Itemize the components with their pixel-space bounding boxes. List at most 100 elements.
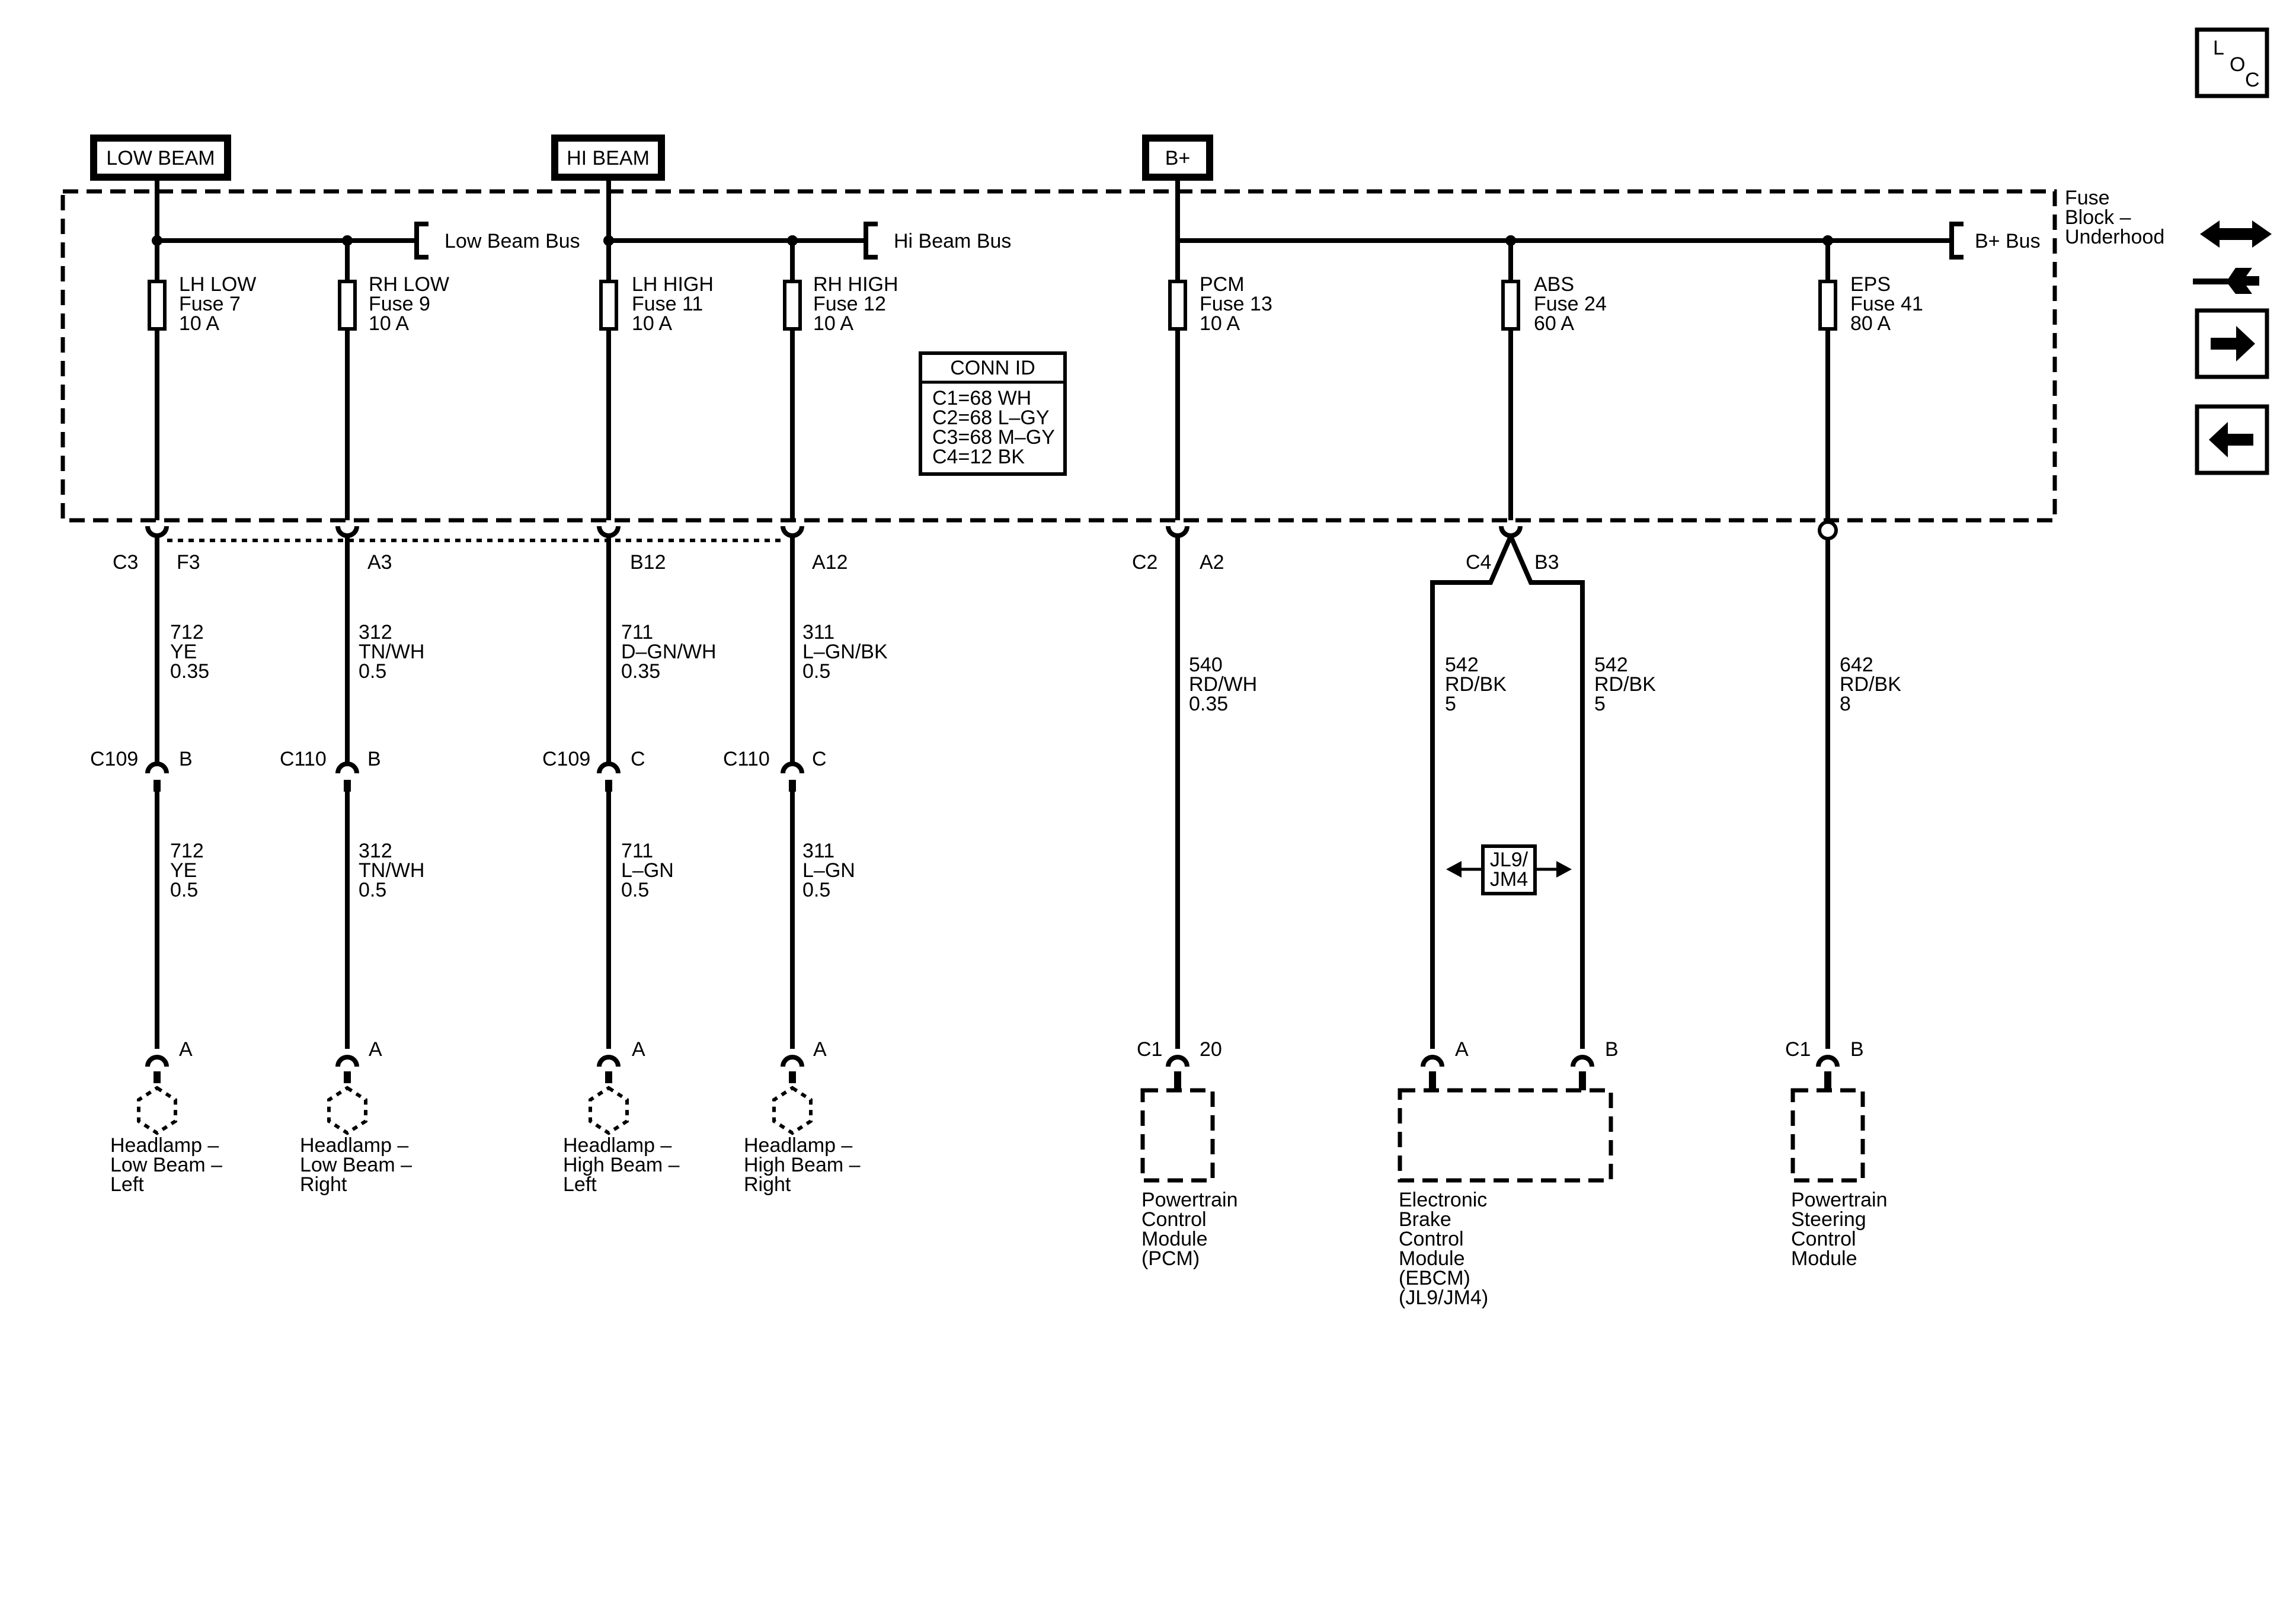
svg-text:642: 642 — [1840, 654, 1873, 676]
svg-text:RD/BK: RD/BK — [1594, 673, 1656, 696]
svg-text:D–GN/WH: D–GN/WH — [621, 641, 717, 663]
svg-text:B+ Bus: B+ Bus — [1975, 230, 2041, 252]
svg-text:C4: C4 — [1466, 551, 1491, 574]
svg-text:C1: C1 — [1137, 1038, 1162, 1061]
svg-text:312: 312 — [359, 621, 392, 644]
svg-text:711: 711 — [621, 840, 653, 862]
svg-text:10 A: 10 A — [632, 312, 672, 335]
inline-connector-c110-c: C110 C — [723, 748, 827, 792]
svg-text:CONN ID: CONN ID — [950, 357, 1035, 379]
svg-text:A: A — [369, 1038, 382, 1061]
svg-text:C1: C1 — [1785, 1038, 1811, 1061]
svg-text:0.35: 0.35 — [621, 660, 660, 683]
block-pin-labels: C3 F3 A3 B12 A12 C2 A2 C4 B3 — [113, 551, 1559, 574]
headlamp-high-right: A Headlamp – High Beam – Right — [744, 1038, 861, 1196]
svg-text:0.5: 0.5 — [802, 879, 830, 901]
svg-text:A: A — [813, 1038, 827, 1061]
svg-text:C109: C109 — [542, 748, 590, 770]
wire-label-311-lower: 311 L–GN 0.5 — [802, 840, 855, 901]
arrow-right-icon[interactable] — [2195, 308, 2269, 379]
svg-text:HI BEAM: HI BEAM — [567, 147, 650, 169]
svg-text:60 A: 60 A — [1534, 312, 1574, 335]
svg-text:Headlamp –: Headlamp – — [110, 1134, 219, 1157]
svg-text:EPS: EPS — [1850, 273, 1891, 296]
svg-text:B: B — [1605, 1038, 1619, 1061]
svg-text:LOW BEAM: LOW BEAM — [106, 147, 215, 169]
svg-text:Headlamp –: Headlamp – — [300, 1134, 408, 1157]
svg-text:540: 540 — [1189, 654, 1223, 676]
svg-text:5: 5 — [1445, 693, 1456, 715]
inline-connector-c110-b: C110 B — [280, 748, 381, 792]
svg-text:TN/WH: TN/WH — [359, 641, 424, 663]
svg-text:0.5: 0.5 — [802, 660, 830, 683]
low-beam-bus-connector: Low Beam Bus — [414, 222, 580, 260]
tools-icon[interactable] — [2193, 220, 2272, 294]
svg-text:C110: C110 — [280, 748, 327, 770]
svg-text:Left: Left — [563, 1173, 597, 1196]
wire-label-540: 540 RD/WH 0.35 — [1189, 654, 1257, 715]
svg-text:0.5: 0.5 — [359, 879, 386, 901]
arrow-left-icon[interactable] — [2195, 404, 2269, 475]
svg-text:F3: F3 — [177, 551, 200, 574]
svg-text:High Beam –: High Beam – — [744, 1154, 861, 1176]
svg-text:Module: Module — [1791, 1247, 1857, 1270]
svg-text:C3=68 M–GY: C3=68 M–GY — [932, 426, 1055, 449]
wire-label-312-upper: 312 TN/WH 0.5 — [359, 621, 424, 683]
svg-text:LH HIGH: LH HIGH — [632, 273, 714, 296]
svg-text:0.35: 0.35 — [1189, 693, 1228, 715]
location-button[interactable]: L O C — [2195, 27, 2269, 98]
svg-text:L–GN: L–GN — [621, 859, 674, 882]
svg-text:Right: Right — [300, 1173, 347, 1196]
svg-text:B+: B+ — [1165, 147, 1191, 169]
fuse-pcm: PCM Fuse 13 10 A — [1168, 241, 1272, 520]
svg-text:10 A: 10 A — [813, 312, 853, 335]
svg-text:Low Beam Bus: Low Beam Bus — [445, 230, 580, 252]
fuse-rh-high: RH HIGH Fuse 12 10 A — [783, 241, 898, 520]
fuse-lh-low: LH LOW Fuse 7 10 A — [148, 241, 256, 520]
svg-text:YE: YE — [170, 859, 197, 882]
svg-text:A3: A3 — [367, 551, 392, 574]
svg-text:A: A — [632, 1038, 645, 1061]
svg-text:Fuse 13: Fuse 13 — [1200, 293, 1272, 315]
svg-text:311: 311 — [802, 621, 834, 644]
svg-text:Fuse 11: Fuse 11 — [632, 293, 703, 315]
svg-text:10 A: 10 A — [369, 312, 409, 335]
low-beam-label: LOW BEAM — [90, 135, 231, 181]
svg-text:8: 8 — [1840, 693, 1851, 715]
svg-text:Control: Control — [1399, 1228, 1464, 1250]
fuse-block-outline — [60, 189, 2057, 523]
svg-text:(EBCM): (EBCM) — [1399, 1267, 1470, 1289]
svg-text:10 A: 10 A — [179, 312, 219, 335]
option-jl9-jm4: JL9/ JM4 — [1446, 844, 1572, 895]
svg-text:(PCM): (PCM) — [1141, 1247, 1200, 1270]
svg-text:542: 542 — [1445, 654, 1479, 676]
svg-text:Fuse 24: Fuse 24 — [1534, 293, 1607, 315]
svg-text:0.5: 0.5 — [359, 660, 386, 683]
wire-label-712-lower: 712 YE 0.5 — [170, 840, 204, 901]
wire-label-642: 642 RD/BK 8 — [1840, 654, 1901, 715]
svg-text:C: C — [631, 748, 645, 770]
svg-text:542: 542 — [1594, 654, 1628, 676]
svg-text:20: 20 — [1200, 1038, 1222, 1061]
svg-text:B: B — [367, 748, 381, 770]
svg-text:Low Beam –: Low Beam – — [110, 1154, 222, 1176]
svg-text:0.5: 0.5 — [170, 879, 198, 901]
svg-text:Electronic: Electronic — [1399, 1189, 1487, 1211]
svg-text:10 A: 10 A — [1200, 312, 1240, 335]
fuse-eps: EPS Fuse 41 80 A — [1818, 241, 1923, 520]
hi-beam-label: HI BEAM — [551, 135, 665, 181]
svg-text:A2: A2 — [1200, 551, 1224, 574]
svg-text:High Beam –: High Beam – — [563, 1154, 680, 1176]
svg-text:Fuse 9: Fuse 9 — [369, 293, 430, 315]
svg-text:712: 712 — [170, 621, 204, 644]
svg-text:C110: C110 — [723, 748, 770, 770]
headlamp-low-left: A Headlamp – Low Beam – Left — [110, 1038, 222, 1196]
hi-beam-bus-connector: Hi Beam Bus — [864, 222, 1011, 260]
svg-text:712: 712 — [170, 840, 204, 862]
b-plus-bus-connector: B+ Bus — [1949, 222, 2041, 260]
wire-label-311-upper: 311 L–GN/BK 0.5 — [802, 621, 888, 683]
svg-text:A12: A12 — [812, 551, 848, 574]
inline-connector-c109-c: C109 C — [542, 748, 645, 792]
svg-text:B: B — [179, 748, 193, 770]
